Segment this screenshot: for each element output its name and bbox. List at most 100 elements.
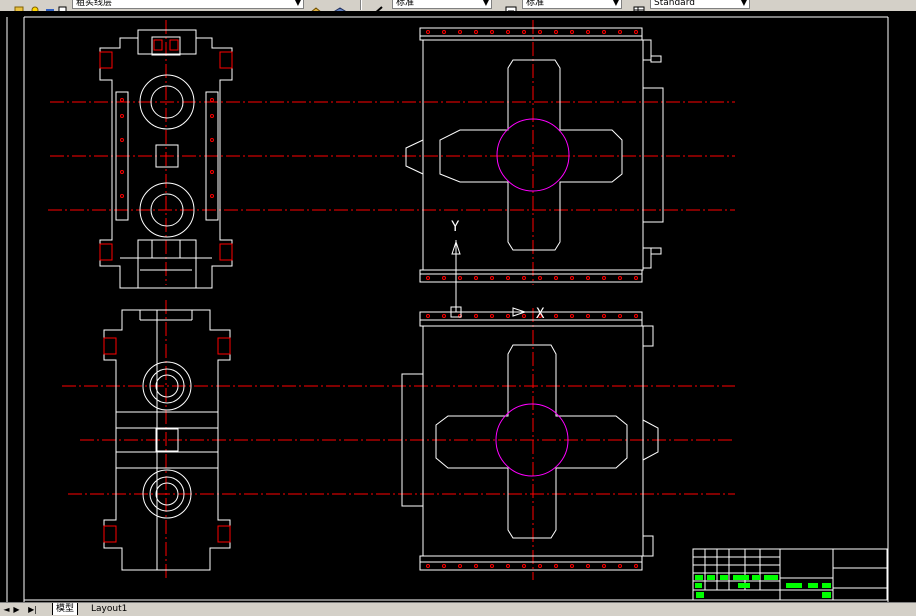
flange-bolt — [458, 564, 462, 568]
side-bolt — [120, 170, 124, 174]
text-style-combo-value: 标准 — [396, 0, 415, 8]
flange-bolt-rows — [120, 30, 638, 568]
flange-bolt — [474, 30, 478, 34]
flange-bolt — [458, 30, 462, 34]
flange-bolt — [490, 564, 494, 568]
flange-bolt — [618, 564, 622, 568]
title-block-text-marks — [695, 575, 831, 598]
flange-bolt — [490, 276, 494, 280]
flange-bolt — [442, 276, 446, 280]
flange-bolt — [474, 276, 478, 280]
flange-bolt — [506, 30, 510, 34]
tab-nav-next-button[interactable]: ▶| — [28, 605, 37, 614]
flange-bolt — [538, 564, 542, 568]
tab-nav-prev-button[interactable]: ▶ — [13, 605, 20, 614]
flange-bolt — [602, 30, 606, 34]
tab-layout1[interactable]: Layout1 — [88, 603, 130, 615]
toolbar: 粗实线层 ▼ 标准 ▼ 标准 ▼ Standard ▼ — [0, 0, 916, 11]
top-left-view — [99, 29, 233, 289]
flange-bolt — [602, 276, 606, 280]
make-layer-current-icon[interactable] — [310, 0, 321, 11]
bottom-left-bolts — [103, 337, 231, 543]
flange-bolt — [618, 276, 622, 280]
flange-bolt — [522, 564, 526, 568]
flange-bolt — [634, 276, 638, 280]
text-style-combo[interactable]: 标准 ▼ — [392, 0, 492, 9]
flange-bolt — [570, 564, 574, 568]
flange-bolt — [586, 564, 590, 568]
toolbar-separator — [360, 0, 362, 10]
layer-combo[interactable]: 粗实线层 ▼ — [72, 0, 304, 9]
top-left-bolts — [99, 39, 233, 261]
tab-layout1-label: Layout1 — [91, 604, 128, 614]
flange-bolt — [490, 30, 494, 34]
ucs-x-label: X — [536, 306, 545, 322]
dim-style-icon[interactable] — [505, 0, 517, 11]
flange-bolt — [426, 314, 430, 318]
tab-nav-first-button[interactable]: ◄ — [3, 605, 10, 614]
layer-previous-icon[interactable] — [334, 0, 346, 11]
layer-combo-value: 粗实线层 — [76, 0, 113, 8]
layer-lock-icon[interactable] — [45, 0, 55, 11]
flange-bolt — [474, 564, 478, 568]
flange-bolt — [442, 30, 446, 34]
flange-bolt — [522, 30, 526, 34]
flange-bolt — [538, 30, 542, 34]
flange-bolt — [426, 564, 430, 568]
flange-bolt — [634, 564, 638, 568]
flange-bolt — [618, 30, 622, 34]
flange-bolt — [506, 564, 510, 568]
flange-bolt — [570, 276, 574, 280]
flange-bolt — [442, 314, 446, 318]
flange-bolt — [570, 314, 574, 318]
flange-bolt — [554, 30, 558, 34]
layer-state-icon[interactable] — [14, 0, 24, 11]
flange-bolt — [554, 564, 558, 568]
side-bolt — [210, 114, 214, 118]
table-style-icon[interactable] — [633, 0, 645, 11]
chevron-down-icon: ▼ — [740, 0, 747, 7]
flange-bolt — [442, 564, 446, 568]
flange-bolt — [538, 276, 542, 280]
tab-model-label: 模型 — [56, 604, 75, 614]
top-right-view — [405, 27, 664, 283]
drawing-canvas[interactable]: Y X — [0, 11, 916, 602]
layer-color-icon[interactable] — [58, 0, 68, 11]
flange-bolt — [554, 276, 558, 280]
flange-bolt — [474, 314, 478, 318]
side-bolt — [120, 114, 124, 118]
flange-bolt — [426, 276, 430, 280]
flange-bolt — [570, 30, 574, 34]
flange-bolt — [506, 276, 510, 280]
flange-bolt — [538, 314, 542, 318]
side-bolt — [120, 138, 124, 142]
flange-bolt — [586, 30, 590, 34]
dim-style-combo[interactable]: 标准 ▼ — [522, 0, 622, 9]
layer-sun-icon[interactable] — [30, 0, 40, 11]
flange-bolt — [506, 314, 510, 318]
flange-bolt — [634, 314, 638, 318]
flange-bolt — [602, 564, 606, 568]
top-right-bore-circle — [496, 118, 570, 192]
flange-bolt — [490, 314, 494, 318]
side-bolt — [210, 194, 214, 198]
tab-model[interactable]: 模型 — [52, 603, 79, 615]
flange-bolt — [554, 314, 558, 318]
text-style-icon[interactable] — [372, 0, 383, 11]
flange-bolt — [602, 314, 606, 318]
ucs-y-label: Y — [451, 219, 460, 235]
table-style-combo-value: Standard — [654, 0, 695, 8]
chevron-down-icon: ▼ — [482, 0, 489, 7]
bottom-right-bore-circle — [495, 403, 569, 477]
chevron-down-icon: ▼ — [294, 0, 301, 7]
side-bolt — [210, 138, 214, 142]
layout-tab-bar: ◄ ▶ ▶| 模型 Layout1 — [0, 602, 916, 616]
flange-bolt — [618, 314, 622, 318]
flange-bolt — [426, 30, 430, 34]
bottom-left-view — [103, 309, 231, 571]
flange-bolt — [586, 314, 590, 318]
side-bolt — [120, 98, 124, 102]
table-style-combo[interactable]: Standard ▼ — [650, 0, 750, 9]
flange-bolt — [522, 314, 526, 318]
flange-bolt — [586, 276, 590, 280]
